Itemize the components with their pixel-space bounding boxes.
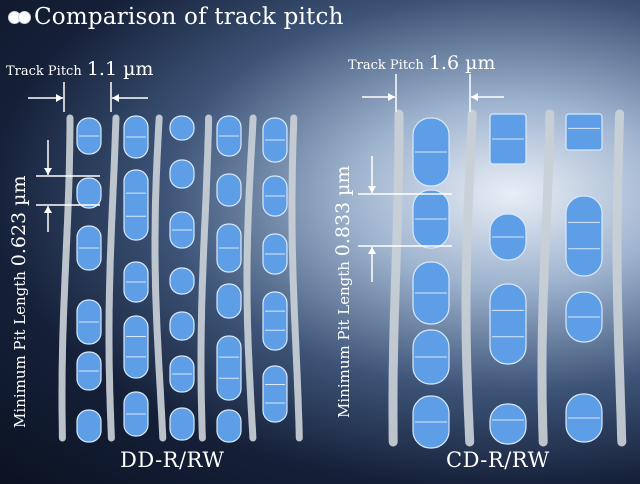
- dd-pit-3-5: [216, 409, 242, 443]
- dd-track-wall-0: [58, 114, 74, 442]
- dd-pit-4-4: [262, 365, 288, 423]
- dd-pits: [76, 115, 288, 443]
- cd-pit-2-1: [565, 195, 603, 277]
- cd-pit-length-text: Minimum Pit Length: [335, 261, 353, 418]
- dd-track-wall-3: [197, 114, 213, 442]
- dd-pit-length-text: Minimum Pit Length: [11, 271, 29, 428]
- cd-pit-1-2: [489, 283, 527, 365]
- cd-track-wall-1: [461, 109, 477, 447]
- cd-disc-label: CD-R/RW: [446, 448, 550, 472]
- dd-pitlen-arrow-bottom-head: [44, 206, 52, 213]
- cd-pit-1-3: [489, 403, 527, 445]
- dd-pit-1-1: [123, 169, 149, 241]
- cd-pitch-arrow-right-head: [471, 93, 478, 101]
- title-text: Comparison of track pitch: [34, 4, 344, 30]
- dd-pit-0-1: [76, 177, 102, 209]
- cd-track-pitch-text: Track Pitch: [348, 58, 424, 73]
- dd-pit-0-5: [76, 409, 102, 443]
- cd-pitlen-arrow-bottom-head: [368, 247, 376, 254]
- dd-pit-2-6: [169, 407, 195, 441]
- dd-track-walls: [58, 114, 303, 442]
- cd-track-pitch-value: 1.6 µm: [428, 52, 496, 74]
- cd-track-wall-0: [388, 109, 404, 447]
- dd-pit-length-label: Minimum Pit Length 0.623 µm: [8, 175, 30, 428]
- dd-track-pitch-text: Track Pitch: [6, 64, 82, 79]
- dd-pit-2-4: [169, 311, 195, 341]
- dd-pitch-arrow-left-head: [56, 94, 63, 102]
- dd-disc-label: DD-R/RW: [120, 448, 225, 472]
- cd-track-wall-2: [537, 109, 555, 447]
- dd-pitlen-arrow-top-head: [44, 168, 52, 175]
- diagram-title: Comparison of track pitch: [8, 4, 344, 30]
- dd-pit-4-3: [262, 291, 288, 351]
- cd-pit-length-label: Minimum Pit Length 0.833 µm: [332, 165, 354, 418]
- bullet-dots-icon: [8, 10, 31, 24]
- dd-pit-1-3: [123, 315, 149, 379]
- dd-pitch-arrow-right-head: [112, 94, 119, 102]
- cd-track-pitch-label: Track Pitch 1.6 µm: [348, 52, 495, 74]
- cd-pits: [412, 113, 603, 449]
- dd-pit-3-3: [216, 283, 242, 319]
- dd-pit-3-1: [216, 173, 242, 207]
- dd-track-pitch-value: 1.1 µm: [86, 58, 154, 80]
- dd-pit-2-1: [169, 159, 195, 189]
- cd-pit-length-value: 0.833 µm: [332, 165, 354, 257]
- cd-track-walls: [388, 109, 627, 447]
- dd-track-wall-4: [243, 114, 257, 442]
- dd-pit-3-4: [216, 335, 242, 401]
- cd-pitch-arrow-left-head: [388, 93, 395, 101]
- dd-track-wall-5: [288, 114, 303, 442]
- dd-pit-length-value: 0.623 µm: [8, 175, 30, 267]
- dd-pit-2-3: [169, 267, 195, 295]
- cd-pitlen-arrow-top-head: [368, 186, 376, 193]
- dd-track-wall-2: [151, 114, 167, 442]
- dd-track-pitch-label: Track Pitch 1.1 µm: [6, 58, 153, 80]
- cd-pit-2-0: [565, 113, 603, 151]
- dimension-markers: [28, 74, 504, 282]
- cd-track-wall-3: [612, 109, 627, 447]
- dd-pit-2-0: [169, 115, 195, 141]
- dd-track-wall-1: [105, 114, 120, 442]
